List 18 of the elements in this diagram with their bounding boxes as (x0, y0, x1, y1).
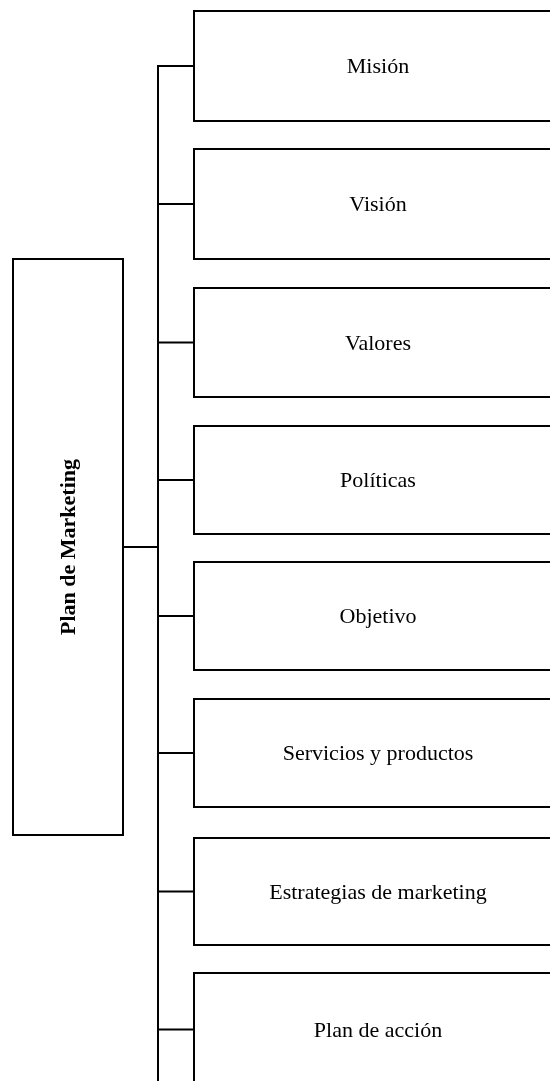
topic-box (193, 425, 550, 535)
topic-label: Servicios y productos (282, 740, 474, 766)
topic-box (193, 148, 550, 260)
topic-label: Valores (345, 329, 411, 356)
topic-box (193, 972, 550, 1081)
topic-label: Plan de acción (313, 1016, 443, 1043)
topic-label: Visión (349, 191, 407, 217)
topic-label: Estrategias de marketing (269, 878, 487, 905)
title-text: Plan de Marketing (55, 459, 81, 635)
topic-box (193, 698, 550, 808)
topic-label: Objetivo (339, 603, 417, 629)
topic-box (193, 837, 550, 946)
topic-label: Políticas (340, 467, 416, 493)
root-box (12, 258, 124, 836)
topic-box (193, 287, 550, 398)
topic-box (193, 10, 550, 122)
topic-label: Misión (346, 53, 410, 79)
topic-box (193, 561, 550, 671)
